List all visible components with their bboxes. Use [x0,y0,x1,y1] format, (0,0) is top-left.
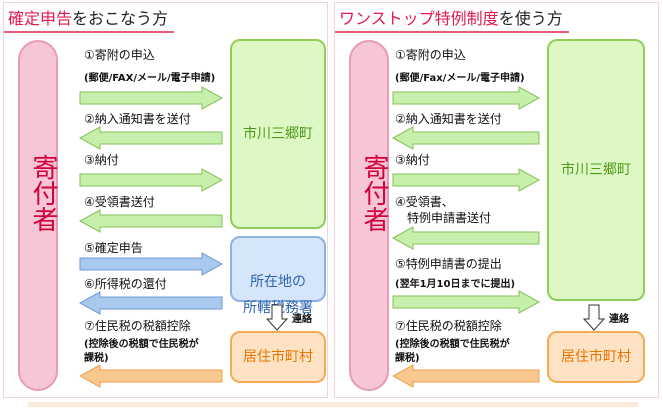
tax-office-box: 所在地の 所轄税務署 [230,236,326,316]
step4b-label: 特例申請書送付 [407,211,492,225]
step3-label: ③納付 [395,153,430,167]
step4a-label: ④受領書、 [395,195,454,209]
step2-label: ②納入通知書を送付 [84,112,191,126]
arrow-step4 [391,226,540,250]
arrow-step3 [392,168,541,192]
renraku-label: 連絡 [292,314,312,325]
step1-label: ①寄附の申込 [84,48,155,62]
arrow-step4 [78,209,223,233]
arrow-step5 [79,252,224,276]
step7-sub2-label: 課税) [84,353,109,364]
bottom-strip [28,402,638,407]
step2-label: ②納入通知書を送付 [395,112,502,126]
municipality-label: 居住市町村 [561,349,631,365]
left-panel: 確定申告をおこなう方 寄付者 市川三郷町 所在地の 所轄税務署 居住市町村 ①寄… [3,2,328,398]
step1-sub-label: (郵便/Fax/メール/電子申請) [395,73,525,84]
donor-box: 寄付者 [349,40,389,391]
step1-sub-label: (郵便/FAX/メール/電子申請) [84,73,216,84]
step1-label: ①寄附の申込 [395,48,466,62]
left-title-suffix: をおこなう方 [72,9,169,28]
step7-label: ⑦住民税の税額控除 [395,319,502,333]
donor-label: 寄付者 [359,154,389,232]
city-box: 市川三郷町 [230,39,326,229]
right-title-main: ワンストップ特例制度 [339,9,499,28]
right-title-suffix: を使う方 [498,9,563,28]
municipality-box: 居住市町村 [230,331,326,383]
step7-label: ⑦住民税の税額控除 [84,319,191,333]
step7-sub2-label: 課税) [395,353,420,364]
city-box: 市川三郷町 [547,39,645,301]
step5-sub-label: (翌年1月10日までに提出) [395,279,516,290]
arrow-renraku [582,304,606,331]
arrow-renraku [265,304,289,331]
step4-label: ④受領書送付 [84,195,155,209]
right-panel-title: ワンストップ特例制度を使う方 [335,3,569,33]
municipality-box: 居住市町村 [547,331,645,383]
step7-sub1-label: (控除後の税額で住民税が [84,339,199,350]
arrow-step7 [78,364,223,388]
donor-label: 寄付者 [28,154,58,232]
arrow-step3 [79,168,224,192]
municipality-label: 居住市町村 [243,349,313,365]
donor-box: 寄付者 [18,40,58,391]
left-title-main: 確定申告 [8,9,73,28]
right-panel: ワンストップ特例制度を使う方 寄付者 市川三郷町 居住市町村 ①寄附の申込 (郵… [334,2,659,398]
arrow-step7 [391,364,540,388]
arrow-step1 [79,86,224,110]
left-panel-title: 確定申告をおこなう方 [4,3,175,33]
arrow-step6 [78,291,223,315]
city-label: 市川三郷町 [561,162,631,178]
step7-sub1-label: (控除後の税額で住民税が [395,339,510,350]
arrow-step1 [392,86,541,110]
step6-label: ⑥所得税の還付 [84,277,167,291]
arrow-step5 [392,290,541,314]
renraku-label: 連絡 [609,314,629,325]
step3-label: ③納付 [84,153,119,167]
city-label: 市川三郷町 [243,126,313,142]
arrow-step2 [78,126,223,150]
arrow-step2 [391,126,540,150]
step5-label: ⑤特例申請書の提出 [395,257,502,271]
step5-label: ⑤確定申告 [84,241,143,255]
